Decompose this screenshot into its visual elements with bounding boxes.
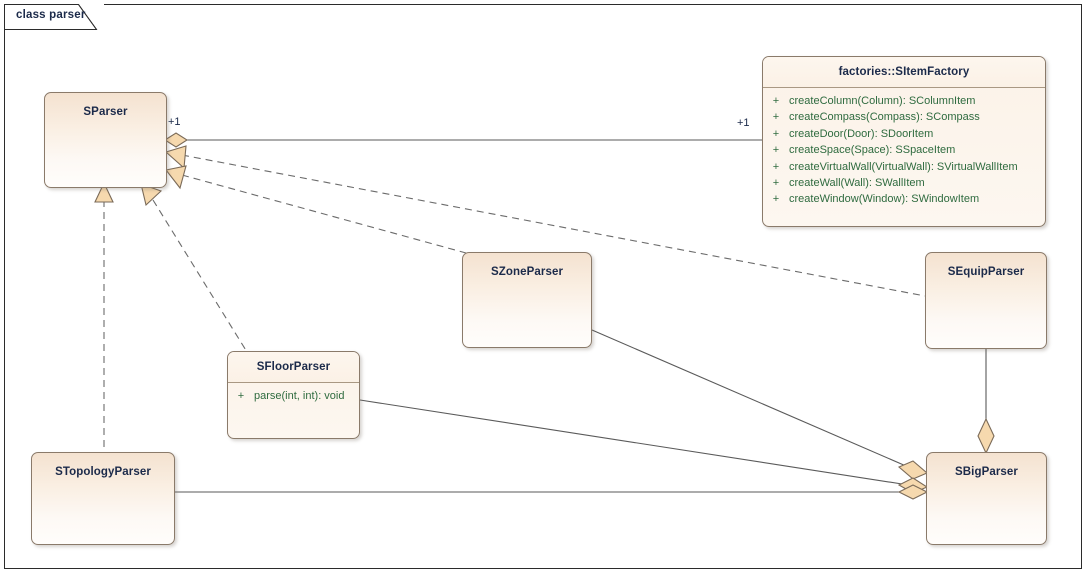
class-title-szoneparser: SZoneParser [490,266,564,278]
class-members-sfloorparser: + parse(int, int): void [228,383,359,408]
link-sparser-szoneparser [165,165,467,254]
link-szoneparser-sbigparser [591,329,929,480]
class-member: + parse(int, int): void [228,388,359,404]
member-visibility: + [772,193,780,206]
member-signature: createSpace(Space): SSpaceItem [789,144,956,157]
multiplicity-sitemfactory-end: +1 [737,117,750,129]
member-signature: createWall(Wall): SWallItem [789,177,925,190]
member-signature: createCompass(Compass): SCompass [789,111,980,124]
class-title-sequipparser: SEquipParser [947,266,1025,278]
class-box-sequipparser[interactable]: SEquipParser [925,252,1047,349]
link-sparser-sitemfactory [163,132,762,148]
class-member: + createWall(Wall): SWallItem [763,175,1045,191]
class-box-sbigparser[interactable]: SBigParser [926,452,1047,545]
link-sparser-sfloorparser [140,183,248,353]
class-title-sparser: SParser [83,106,128,118]
frame-tab-shape [4,4,98,30]
link-sequipparser-sbigparser [977,349,995,455]
diagram-frame-tab: class parser [4,4,104,30]
member-signature: createDoor(Door): SDoorItem [789,127,934,140]
member-signature: createColumn(Column): SColumnItem [789,95,976,107]
member-visibility: + [772,127,780,140]
class-members-sitemfactory: + createColumn(Column): SColumnItem + cr… [763,88,1045,212]
diagram-frame [4,4,1082,569]
member-signature: createWindow(Window): SWindowItem [789,193,980,206]
member-signature: parse(int, int): void [254,390,345,402]
link-sparser-sequipparser [164,145,926,297]
link-sfloorparser-sbigparser [359,399,929,494]
member-visibility: + [772,111,780,124]
multiplicity-sparser-end: +1 [168,116,181,128]
class-box-szoneparser[interactable]: SZoneParser [462,252,592,348]
class-member: + createCompass(Compass): SCompass [763,109,1045,125]
link-stopologyparser-sbigparser [174,484,929,500]
class-member: + createDoor(Door): SDoorItem [763,126,1045,142]
class-member: + createVirtualWall(VirtualWall): SVirtu… [763,159,1045,175]
class-member: + createColumn(Column): SColumnItem [763,93,1045,109]
member-visibility: + [772,160,780,173]
class-member: + createSpace(Space): SSpaceItem [763,142,1045,158]
class-box-stopologyparser[interactable]: STopologyParser [31,452,175,545]
frame-tab-label: class parser [16,9,86,21]
class-box-sitemfactory[interactable]: factories::SItemFactory + createColumn(C… [762,56,1046,227]
class-member: + createWindow(Window): SWindowItem [763,191,1045,207]
member-signature: createVirtualWall(VirtualWall): SVirtual… [789,160,1018,173]
class-title-sbigparser: SBigParser [954,466,1018,478]
class-title-sfloorparser: SFloorParser [228,352,359,383]
class-title-sitemfactory: factories::SItemFactory [763,57,1045,88]
member-visibility: + [237,390,245,402]
member-visibility: + [772,95,780,107]
member-visibility: + [772,177,780,190]
class-box-sparser[interactable]: SParser [44,92,167,188]
class-title-stopologyparser: STopologyParser [55,466,151,478]
member-visibility: + [772,144,780,157]
class-box-sfloorparser[interactable]: SFloorParser + parse(int, int): void [227,351,360,439]
link-sparser-stopologyparser [94,181,114,452]
